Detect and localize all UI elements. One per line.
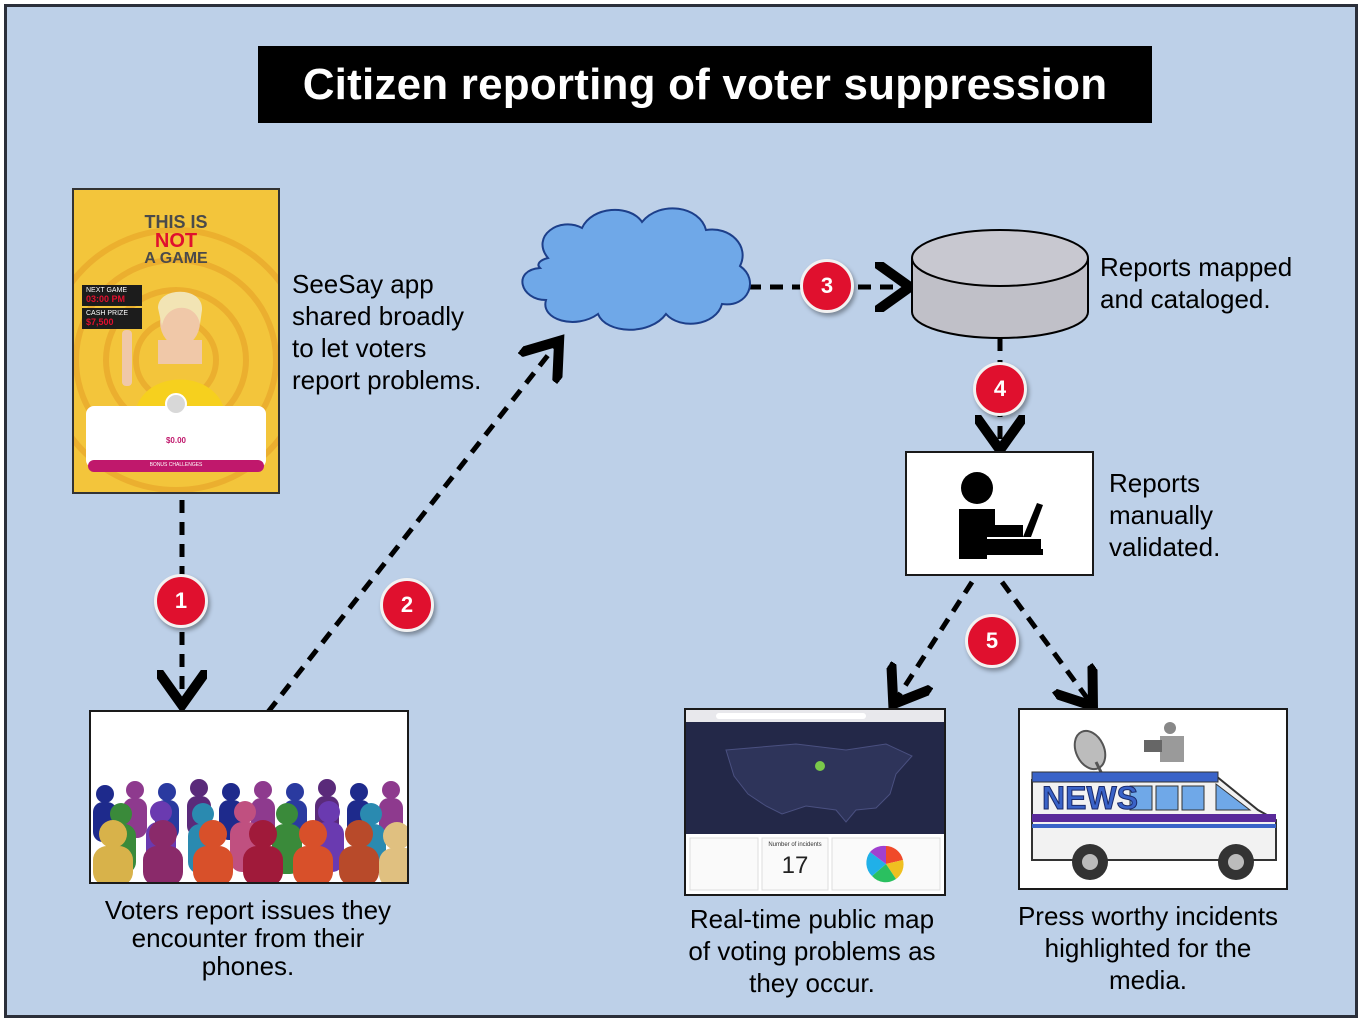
step-4-badge: 4	[973, 362, 1027, 416]
diagram-title: Citizen reporting of voter suppression	[258, 46, 1152, 123]
news-sign: NEWS	[1042, 780, 1139, 817]
map-label: Real-time public map of voting problems …	[688, 904, 936, 998]
next-game-tag: NEXT GAME 03:00 PM	[82, 285, 142, 306]
poster-headline-2: NOT	[154, 230, 198, 252]
crowd-icon	[93, 779, 407, 882]
arrow-validation-to-media	[999, 580, 1090, 702]
incident-pie-chart	[866, 845, 904, 883]
validated-label: Reports manually validated.	[1109, 468, 1221, 562]
incident-marker	[815, 761, 825, 771]
bonus-challenges-button: BONUS CHALLENGES	[149, 462, 203, 468]
poster-headline-3: A GAME	[144, 250, 208, 267]
voters-crowd-image	[89, 710, 409, 884]
us-map-shape	[725, 743, 913, 823]
app-label: SeeSay app shared broadly to let voters …	[292, 269, 482, 395]
cloud-icon	[521, 207, 751, 331]
news-van-icon	[1031, 722, 1277, 880]
next-game-label: NEXT GAME	[86, 287, 128, 294]
voters-label: Voters report issues they encounter from…	[104, 895, 392, 981]
cash-prize-tag: CASH PRIZE $7,500	[82, 308, 142, 329]
database-icon	[911, 229, 1089, 339]
incidents-label: Number of incidents	[768, 842, 822, 848]
balance-value: $0.00	[165, 436, 187, 445]
press-label: Press worthy incidents highlighted for t…	[1017, 901, 1279, 995]
poster-headline-1: THIS IS	[144, 212, 208, 232]
arrow-voters-to-cloud	[266, 345, 556, 714]
manual-validation-box	[905, 451, 1094, 576]
seesay-app-screenshot: THIS IS NOT A GAME NEXT GAME 03:00 PM CA…	[72, 188, 280, 494]
map-dashboard	[686, 710, 944, 894]
step-3-badge: 3	[800, 259, 854, 313]
cash-prize-value: $7,500	[86, 317, 114, 327]
arrow-validation-to-map	[896, 580, 975, 700]
incidents-value: 17	[781, 852, 809, 879]
poster-background	[74, 227, 278, 492]
public-map-screenshot: Number of incidents 17	[684, 708, 946, 896]
next-game-value: 03:00 PM	[86, 294, 126, 304]
step-5-badge: 5	[965, 614, 1019, 668]
crowd-front-row	[93, 820, 407, 882]
person-at-laptop-icon	[959, 472, 1043, 559]
cash-prize-label: CASH PRIZE	[86, 310, 129, 317]
news-van-image: NEWS	[1018, 708, 1288, 890]
mapped-label: Reports mapped and cataloged.	[1100, 252, 1293, 314]
step-1-badge: 1	[154, 574, 208, 628]
step-2-badge: 2	[380, 578, 434, 632]
